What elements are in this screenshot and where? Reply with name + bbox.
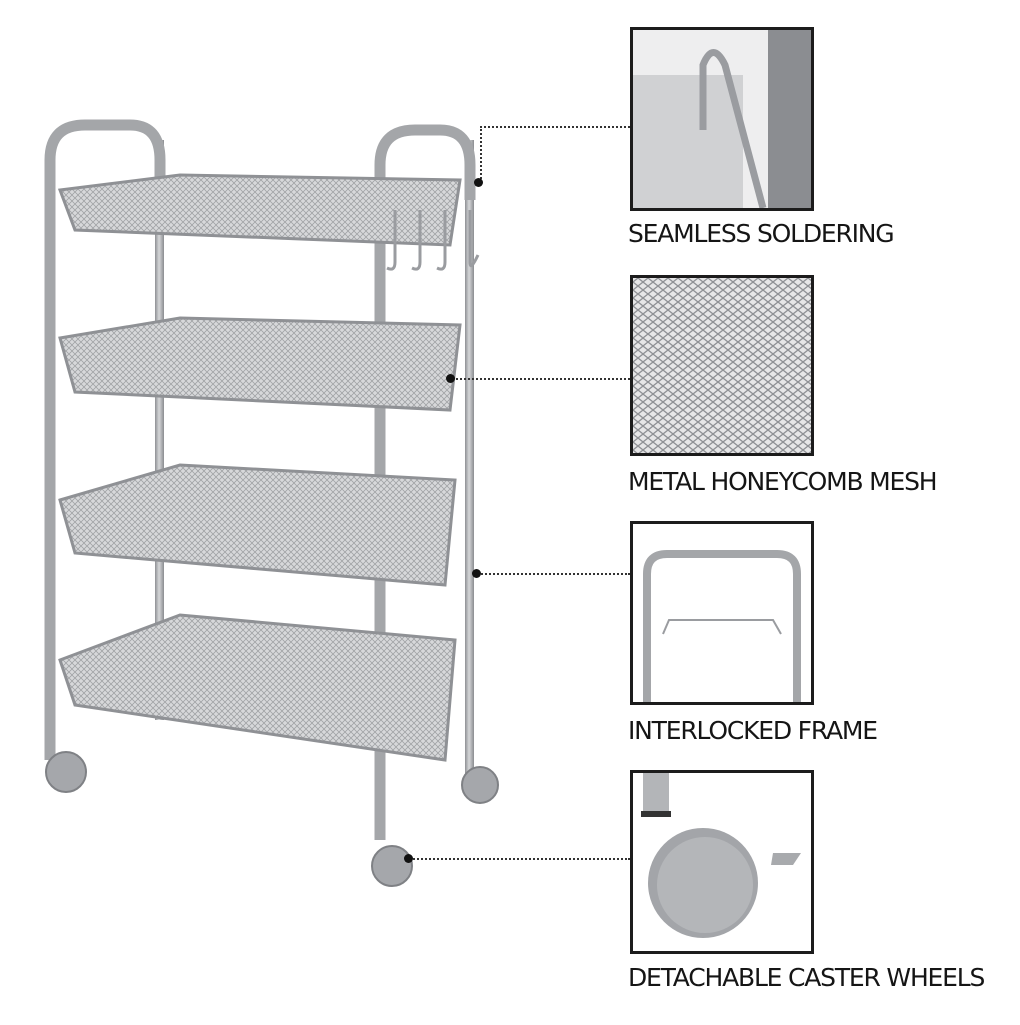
feature-label-soldering: SEAMLESS SOLDERING	[628, 219, 895, 248]
feature-label-mesh: METAL HONEYCOMB MESH	[628, 467, 938, 496]
detail-image-soldering	[630, 27, 814, 211]
leader-line-soldering	[480, 126, 630, 128]
feature-label-frame: INTERLOCKED FRAME	[628, 716, 878, 745]
detail-image-mesh	[630, 275, 814, 456]
leader-line-wheels	[410, 858, 630, 860]
detail-image-frame	[630, 521, 814, 705]
leader-line-frame	[478, 573, 630, 575]
callout-dot-soldering	[474, 178, 483, 187]
callout-dot-wheels	[404, 854, 413, 863]
detail-image-wheels	[630, 770, 814, 954]
callout-dot-frame	[472, 569, 481, 578]
leader-line-soldering-vertical	[480, 126, 482, 182]
callout-dot-mesh	[446, 374, 455, 383]
leader-line-mesh	[452, 378, 630, 380]
product-image-cart	[44, 119, 499, 887]
feature-label-wheels: DETACHABLE CASTER WHEELS	[628, 963, 985, 992]
